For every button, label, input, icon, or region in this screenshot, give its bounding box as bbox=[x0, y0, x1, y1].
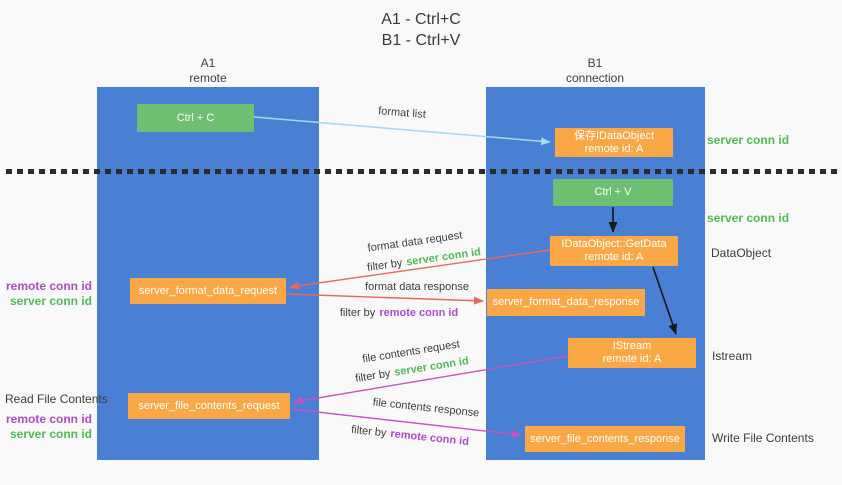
filter-key-server-conn-id: server conn id bbox=[405, 246, 482, 269]
node-save-dataobject: 保存IDataObject remote id: A bbox=[555, 128, 673, 157]
node-server-format-data-response-label: server_format_data_response bbox=[492, 296, 640, 308]
label-filter-format-response: filter by remote conn id bbox=[340, 307, 458, 319]
page-title: A1 - Ctrl+C B1 - Ctrl+V bbox=[0, 9, 842, 51]
node-save-dataobject-line2: remote id: A bbox=[584, 142, 644, 155]
node-server-file-contents-request-label: server_file_contents_request bbox=[138, 399, 280, 412]
node-server-format-data-response: server_format_data_response bbox=[487, 289, 645, 316]
title-line-1: A1 - Ctrl+C bbox=[381, 11, 461, 28]
node-ctrl-c: Ctrl + C bbox=[137, 104, 254, 132]
lifeline-a1-role: remote bbox=[189, 71, 227, 85]
conn-id-group-2: remote conn id server conn id bbox=[0, 412, 92, 442]
label-format-data-response: format data response bbox=[365, 281, 469, 293]
node-ctrl-v-label: Ctrl + V bbox=[594, 186, 632, 198]
label-server-conn-id-top: server conn id bbox=[707, 133, 790, 147]
lifeline-a1-header: A1 remote bbox=[158, 56, 258, 86]
node-server-file-contents-request: server_file_contents_request bbox=[128, 393, 290, 419]
dotted-separator-line bbox=[6, 169, 838, 174]
label-dataobject: DataObject bbox=[711, 246, 772, 260]
lifeline-b1-name: B1 bbox=[587, 56, 603, 70]
node-ctrl-v: Ctrl + V bbox=[553, 179, 673, 206]
filter-key-remote-conn-id: remote conn id bbox=[379, 307, 459, 319]
title-line-2: B1 - Ctrl+V bbox=[381, 32, 461, 49]
node-getdata-line2: remote id: A bbox=[584, 251, 644, 263]
node-server-format-data-request-label: server_format_data_request bbox=[138, 284, 278, 297]
node-istream-line2: remote id: A bbox=[602, 353, 662, 365]
label-server-conn-id-mid: server conn id bbox=[707, 211, 790, 225]
filter-prefix: filter by bbox=[354, 367, 392, 385]
node-save-dataobject-line1: 保存IDataObject bbox=[573, 129, 655, 142]
label-format-list: format list bbox=[377, 105, 427, 121]
filter-prefix: filter by bbox=[350, 423, 388, 440]
node-istream-line1: IStream bbox=[612, 340, 652, 352]
node-ctrl-c-label: Ctrl + C bbox=[176, 111, 215, 124]
label-remote-conn-id-1: remote conn id bbox=[5, 279, 92, 293]
label-server-conn-id-2: server conn id bbox=[9, 427, 92, 441]
node-getdata: IDataObject::GetData remote id: A bbox=[550, 236, 678, 266]
node-server-file-contents-response: server_file_contents_response bbox=[525, 426, 685, 452]
label-write-file-contents: Write File Contents bbox=[712, 431, 814, 445]
filter-key-remote-conn-id: remote conn id bbox=[389, 427, 470, 449]
label-read-file-contents: Read File Contents bbox=[5, 392, 108, 406]
filter-prefix: filter by bbox=[339, 307, 376, 319]
label-remote-conn-id-2: remote conn id bbox=[5, 412, 92, 426]
label-filter-file-response: filter by remote conn id bbox=[351, 424, 470, 448]
lifeline-b1-role: connection bbox=[565, 71, 625, 85]
node-server-file-contents-response-label: server_file_contents_response bbox=[530, 432, 680, 445]
filter-prefix: filter by bbox=[366, 257, 404, 274]
node-getdata-line1: IDataObject::GetData bbox=[561, 238, 667, 250]
node-istream: IStream remote id: A bbox=[568, 338, 696, 368]
lifeline-b1-header: B1 connection bbox=[545, 56, 645, 86]
conn-id-group-1: remote conn id server conn id bbox=[0, 279, 92, 309]
label-server-conn-id-1: server conn id bbox=[9, 294, 92, 308]
lifeline-a1-name: A1 bbox=[200, 56, 216, 70]
label-istream: Istream bbox=[712, 349, 753, 363]
label-file-contents-response: file contents response bbox=[372, 396, 480, 420]
node-server-format-data-request: server_format_data_request bbox=[130, 278, 286, 304]
